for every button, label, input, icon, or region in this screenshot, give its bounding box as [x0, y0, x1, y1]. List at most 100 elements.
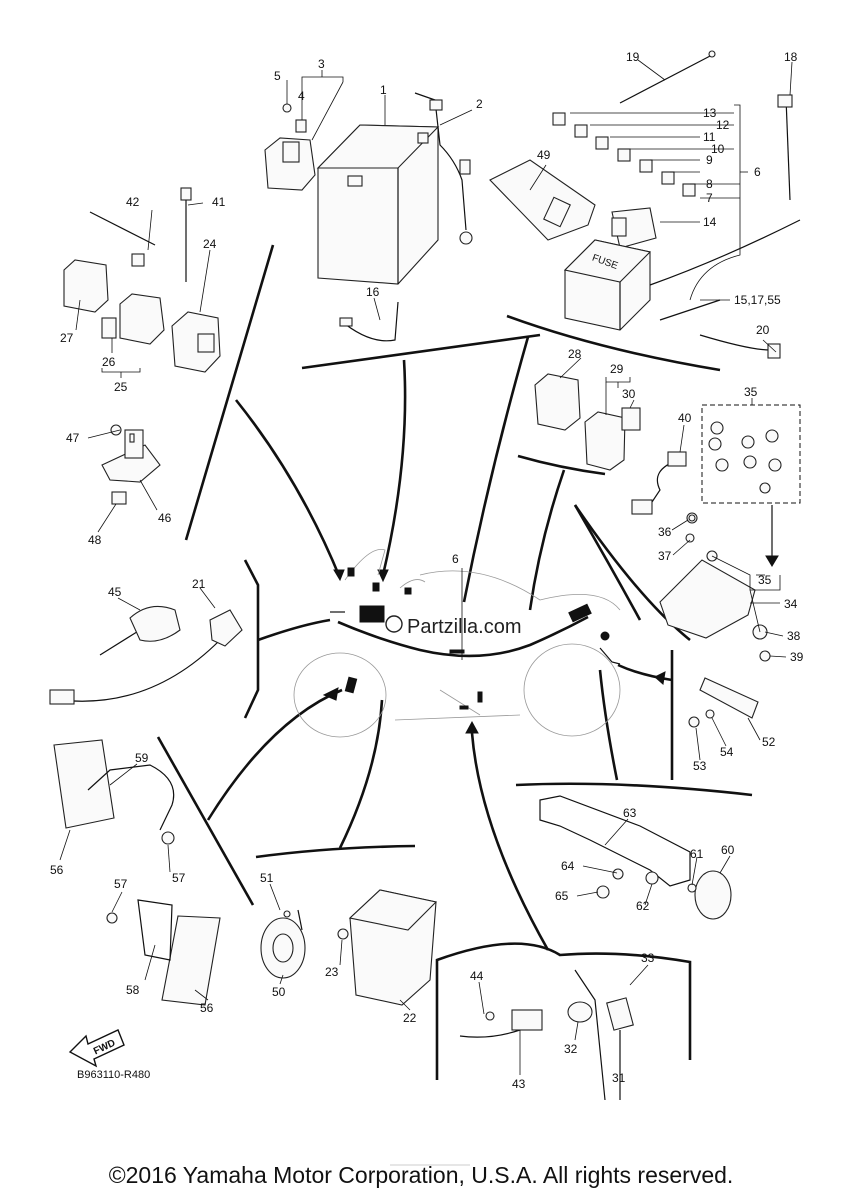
relays-right: [534, 373, 641, 471]
motorcycle-outline: [293, 548, 621, 738]
watermark: Partzilla.com: [385, 615, 521, 638]
callout-7: 7: [706, 191, 713, 205]
battery-cable: [414, 92, 473, 245]
callout-2: 2: [476, 97, 483, 111]
section-boundaries: [156, 244, 753, 1080]
callout-54: 54: [720, 745, 734, 759]
fuse-cover: [489, 159, 596, 241]
callout-64: 64: [561, 859, 575, 873]
callout-12: 12: [716, 118, 730, 132]
cable-ties: [619, 50, 793, 359]
callout-21: 21: [192, 577, 206, 591]
callout-30: 30: [622, 387, 636, 401]
callout-29: 29: [610, 362, 624, 376]
callout-15-17-55: 15,17,55: [734, 293, 781, 307]
fuse-holder: [611, 207, 657, 249]
callout-22: 22: [403, 1011, 417, 1025]
callout-34: 34: [784, 597, 798, 611]
main-harness: [330, 567, 621, 710]
callout-14: 14: [703, 215, 717, 229]
lead-wire: [339, 301, 399, 342]
callout-52: 52: [762, 735, 776, 749]
callout-13: 13: [703, 106, 717, 120]
callout-11: 11: [703, 130, 716, 144]
sensor-and-connector: [49, 605, 243, 705]
callout-49: 49: [537, 148, 551, 162]
reflector-lower: [106, 899, 221, 1006]
callout-27: 27: [60, 331, 74, 345]
callout-46: 46: [158, 511, 172, 525]
callout-57-lower: 57: [114, 877, 128, 891]
regulator: [659, 512, 771, 662]
callout-33: 33: [641, 951, 655, 965]
callout-50: 50: [272, 985, 286, 999]
callout-60: 60: [721, 843, 735, 857]
battery: [316, 124, 440, 285]
callout-56-lower: 56: [200, 1001, 214, 1015]
callout-3: 3: [318, 57, 325, 71]
callout-31: 31: [612, 1071, 626, 1085]
callout-44: 44: [470, 969, 484, 983]
relay-assy: [63, 259, 221, 373]
fwd-arrow-icon: FWD: [68, 1029, 125, 1068]
relay-icon-on-bike: [359, 605, 385, 623]
callout-labels: 1 2 3 4 5 6 6 7 8 9 10 11 12 13 14 15,17…: [50, 50, 804, 1091]
watermark-text: Partzilla.com: [407, 616, 521, 638]
callout-39: 39: [790, 650, 804, 664]
nuts-box: [701, 404, 801, 504]
callout-18: 18: [784, 50, 798, 64]
fuse-box: FUSE: [563, 219, 801, 331]
callout-62: 62: [636, 899, 650, 913]
fuses: [552, 112, 696, 197]
callout-8: 8: [706, 177, 713, 191]
callout-41: 41: [212, 195, 226, 209]
ecu: [337, 889, 438, 1006]
reflector-right: [688, 677, 759, 728]
callout-53: 53: [693, 759, 707, 773]
callout-1: 1: [380, 83, 387, 97]
callout-38: 38: [787, 629, 801, 643]
callout-leaders: [59, 59, 793, 1075]
callout-35-box: 35: [744, 385, 758, 399]
callout-45: 45: [108, 585, 122, 599]
callout-37: 37: [658, 549, 672, 563]
callout-4: 4: [298, 89, 305, 103]
callout-63: 63: [623, 806, 637, 820]
callout-32: 32: [564, 1042, 578, 1056]
callout-56-upper: 56: [50, 863, 64, 877]
callout-51: 51: [260, 871, 274, 885]
reflector-upper: [53, 739, 175, 845]
callout-48: 48: [88, 533, 102, 547]
callout-25: 25: [114, 380, 128, 394]
callout-24: 24: [203, 237, 217, 251]
callout-26: 26: [102, 355, 116, 369]
copyright-notice: ©2016 Yamaha Motor Corporation, U.S.A. A…: [108, 1162, 734, 1188]
leader-lines: [206, 336, 779, 951]
callout-65: 65: [555, 889, 569, 903]
callout-57-upper: 57: [172, 871, 186, 885]
callout-58: 58: [126, 983, 140, 997]
callout-59: 59: [135, 751, 149, 765]
callout-35: 35: [758, 573, 772, 587]
callout-23: 23: [325, 965, 339, 979]
switch: [459, 1009, 543, 1038]
starter-relay: [264, 103, 316, 191]
callout-9: 9: [706, 153, 713, 167]
callout-5: 5: [274, 69, 281, 83]
callout-10: 10: [711, 142, 725, 156]
callout-6-bike: 6: [452, 552, 459, 566]
callout-16: 16: [366, 285, 380, 299]
band-and-holder: [89, 187, 192, 282]
callout-19: 19: [626, 50, 640, 64]
callout-40: 40: [678, 411, 692, 425]
bolts: [129, 433, 696, 918]
drawing-code: B963110-R480: [77, 1069, 150, 1081]
callout-47: 47: [66, 431, 80, 445]
horn: [260, 909, 306, 979]
callout-6: 6: [754, 165, 761, 179]
callout-43: 43: [512, 1077, 526, 1091]
lean-sensor: [567, 969, 634, 1101]
callout-28: 28: [568, 347, 582, 361]
lead-40: [631, 451, 687, 515]
